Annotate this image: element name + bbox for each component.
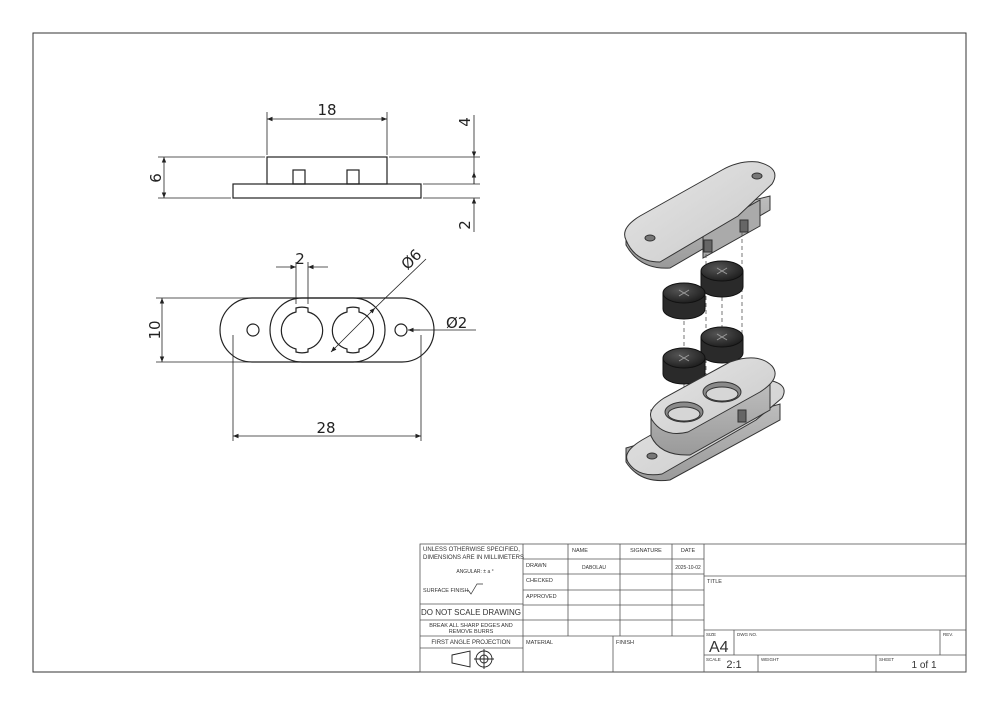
tb-note-surface-finish: SURFACE FINISH [423,588,469,594]
tb-row-material: MATERIAL [526,640,553,646]
dim-plan-height: 10 [146,320,164,339]
tb-sheet-value: 1 of 1 [911,660,936,671]
tb-header-date: DATE [681,548,696,554]
surface-finish-symbol [467,583,483,595]
tb-sheet-label: SHEET [879,657,894,662]
title-block [419,543,967,673]
tb-scale-label: SCALE [706,657,721,662]
tb-note-angular: ANGULAR: ± a ° [456,569,493,575]
dim-front-base: 2 [456,220,474,230]
dim-hole-diameter: Ø2 [446,314,467,332]
plan-view [219,297,435,363]
isometric-exploded-view [624,161,785,482]
tb-size-label: SIZE [706,632,716,637]
tb-note-line2: DIMENSIONS ARE IN MILLIMETERS [423,555,524,561]
tb-row-drawn: DRAWN [526,563,547,569]
dim-front-top-gap: 4 [456,117,474,127]
iso-base [625,357,785,482]
tb-do-not-scale: DO NOT SCALE DRAWING [421,608,521,617]
tb-drawn-date: 2025-10-02 [675,565,701,571]
tb-note-line1: UNLESS OTHERWISE SPECIFIED, [423,547,520,553]
tb-drawn-name: DABOLAU [582,565,606,571]
tb-title-label: TITLE [707,579,722,585]
iso-knob-1 [700,260,744,298]
tb-header-name: NAME [572,548,588,554]
plan-view-dimensions [156,258,476,441]
tb-weight-label: WEIGHT [761,657,779,662]
projection-symbol [451,649,494,669]
dim-front-height: 6 [147,173,165,183]
tb-size-value: A4 [709,639,729,656]
dim-bore-diameter: Ø6 [398,246,426,274]
tb-projection: FIRST ANGLE PROJECTION [431,640,510,646]
tb-dwg-no-label: DWG NO. [737,632,757,637]
tb-row-checked: CHECKED [526,578,553,584]
tb-rev-label: REV. [943,632,953,637]
front-view-dimensions [158,112,480,232]
dim-overall-length: 28 [316,419,335,437]
iso-knob-3 [700,326,744,364]
dim-slot-width: 2 [295,250,305,268]
tb-break-edges-1: BREAK ALL SHARP EDGES AND [429,623,512,629]
tb-header-signature: SIGNATURE [630,548,662,554]
tb-row-approved: APPROVED [526,594,557,600]
tb-scale-value: 2:1 [726,659,741,671]
iso-knob-4 [662,347,706,385]
tb-break-edges-2: REMOVE BURRS [449,629,494,635]
front-view [232,156,422,199]
iso-top-plate [624,161,776,269]
tb-row-finish: FINISH [616,640,634,646]
dim-front-width: 18 [317,101,336,119]
iso-knob-2 [662,282,706,320]
